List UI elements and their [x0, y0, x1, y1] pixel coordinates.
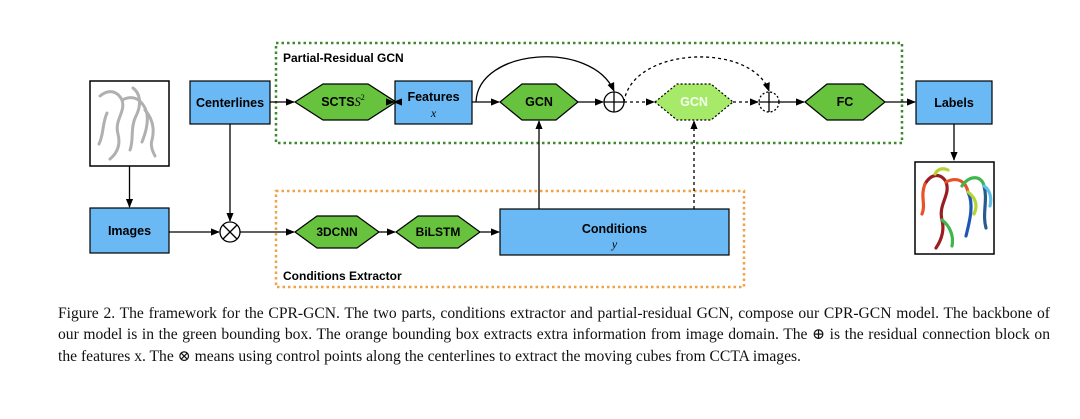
control-point-multiply-icon — [219, 221, 241, 243]
conditions-node: Conditions y — [499, 208, 730, 256]
gcn-diamond: GCN — [499, 83, 579, 121]
svg-text:FC: FC — [837, 95, 854, 109]
svg-text:3DCNN: 3DCNN — [316, 225, 357, 239]
bilstm-diamond: BiLSTM — [394, 215, 482, 249]
scts-diamond: SCTSS2 — [293, 83, 398, 121]
svg-text:x: x — [430, 106, 437, 120]
svg-text:Images: Images — [108, 224, 151, 238]
centerline-sketch-icon — [89, 80, 170, 167]
svg-text:Centerlines: Centerlines — [196, 96, 264, 110]
solid-arrows — [125, 56, 958, 236]
svg-text:SCTSS2: SCTSS2 — [321, 93, 365, 109]
residual-add-icon — [603, 91, 625, 113]
svg-text:Features: Features — [407, 90, 459, 104]
conditions-extractor-bounding-box — [274, 189, 746, 289]
conditions-extractor-label: Conditions Extractor — [283, 269, 402, 283]
figure-caption: Figure 2. The framework for the CPR-GCN.… — [58, 305, 1050, 365]
svg-text:Labels: Labels — [934, 96, 974, 110]
centerlines-node: Centerlines — [189, 80, 271, 125]
partial-residual-gcn-label: Partial-Residual GCN — [283, 51, 404, 65]
dashed-arrows — [623, 56, 770, 209]
framework-diagram: Partial-Residual GCN Conditions Extracto… — [89, 41, 995, 289]
fc-diamond: FC — [804, 83, 886, 121]
svg-text:GCN: GCN — [680, 95, 708, 109]
labels-node: Labels — [915, 80, 993, 125]
svg-text:GCN: GCN — [525, 95, 553, 109]
svg-text:y: y — [611, 237, 618, 251]
svg-text:Conditions: Conditions — [582, 222, 647, 236]
gcn-residual-diamond: GCN — [654, 83, 734, 121]
residual-add-dashed-icon — [758, 91, 780, 113]
features-node: Features x — [394, 80, 473, 125]
images-node: Images — [89, 207, 170, 254]
svg-text:BiLSTM: BiLSTM — [416, 225, 461, 239]
3dcnn-diamond: 3DCNN — [293, 215, 381, 249]
colored-vessels-icon — [914, 161, 995, 255]
